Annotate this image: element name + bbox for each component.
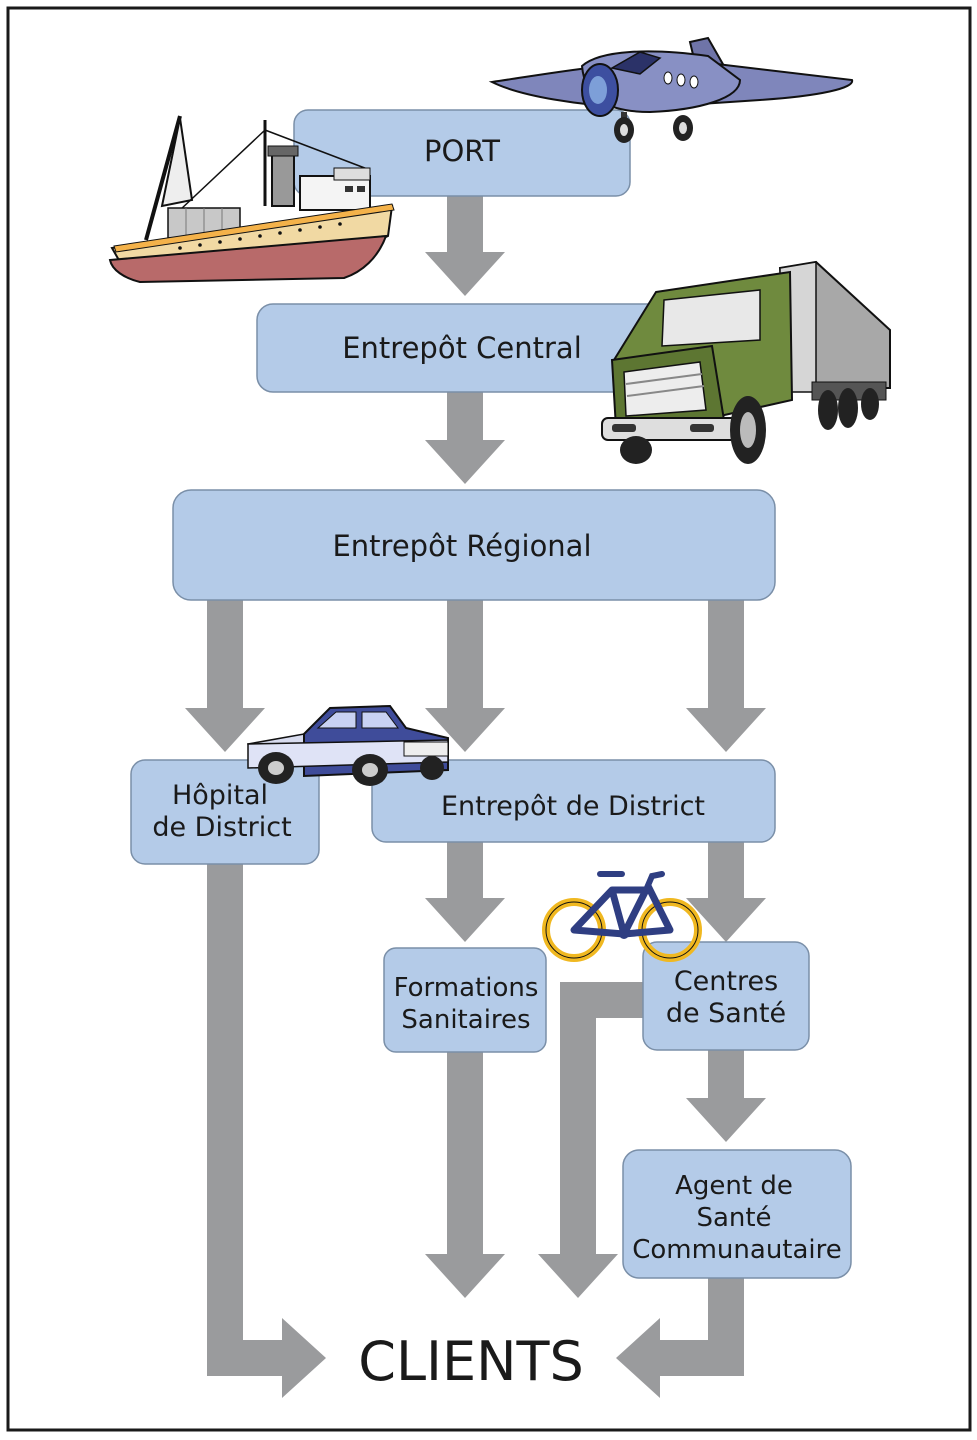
ship-icon <box>108 115 395 284</box>
label-centres-line1: Centres <box>674 966 778 997</box>
truck-icon <box>601 260 891 464</box>
label-hopital-line2: de District <box>152 812 291 843</box>
arrow-hopital-to-clients <box>207 862 326 1398</box>
arrow-central-to-regional <box>425 392 505 484</box>
label-central: Entrepôt Central <box>342 331 582 365</box>
label-hopital-line1: Hôpital <box>172 780 268 811</box>
label-centres-line2: de Santé <box>666 998 786 1029</box>
label-port: PORT <box>424 134 500 168</box>
node-hopital <box>130 759 320 865</box>
arrow-centres-to-agent <box>686 1050 766 1142</box>
pickup-truck-icon <box>247 704 449 786</box>
label-formations-line1: Formations <box>394 973 539 1003</box>
arrow-port-to-central <box>425 196 505 296</box>
airplane-icon <box>488 36 854 143</box>
arrow-district-to-formations <box>425 842 505 942</box>
label-formations-line2: Sanitaires <box>401 1005 530 1035</box>
arrow-regional-to-hopital <box>185 600 265 752</box>
arrow-district-to-centres <box>686 842 766 942</box>
label-agent-line1: Agent de <box>675 1171 793 1201</box>
arrow-agent-to-clients <box>616 1278 744 1398</box>
label-agent-line3: Communautaire <box>632 1235 842 1265</box>
node-centres <box>642 941 810 1051</box>
node-formations <box>383 947 547 1053</box>
label-clients: CLIENTS <box>358 1330 584 1393</box>
bicycle-icon <box>542 871 702 962</box>
arrow-regional-to-district-mid <box>425 600 505 752</box>
node-agent <box>622 1149 852 1279</box>
node-regional <box>172 489 776 601</box>
arrow-regional-to-district-right <box>686 600 766 752</box>
node-boxes <box>130 109 852 1279</box>
label-regional: Entrepôt Régional <box>332 529 591 563</box>
arrow-formations-to-clients <box>425 1052 505 1298</box>
node-district <box>371 759 776 843</box>
arrow-centres-to-clients <box>538 982 643 1298</box>
label-district: Entrepôt de District <box>441 791 705 822</box>
flow-arrows <box>185 196 766 1398</box>
label-agent-line2: Santé <box>696 1203 771 1233</box>
